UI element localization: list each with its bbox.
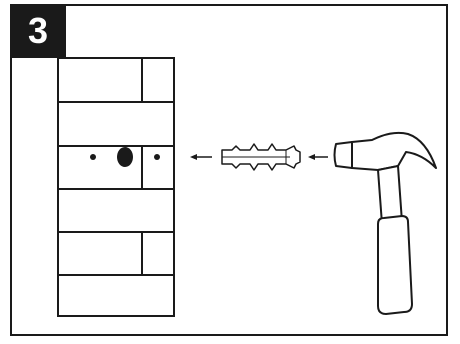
step-number-badge: 3 [10,4,66,58]
small-hole-right [154,154,160,160]
drilled-holes [90,147,160,167]
small-hole-left [90,154,96,160]
plug-hole [117,147,133,167]
arrow-left-icon [308,154,328,160]
brick-wall-icon [57,57,175,317]
hammer-grip [377,215,413,315]
arrow-left-icon [190,154,212,160]
hammer-head [351,131,437,171]
hammer-icon [333,131,437,315]
wall-plug-icon [221,143,301,171]
wall-outline [57,57,175,317]
hammer-neck [377,165,403,225]
